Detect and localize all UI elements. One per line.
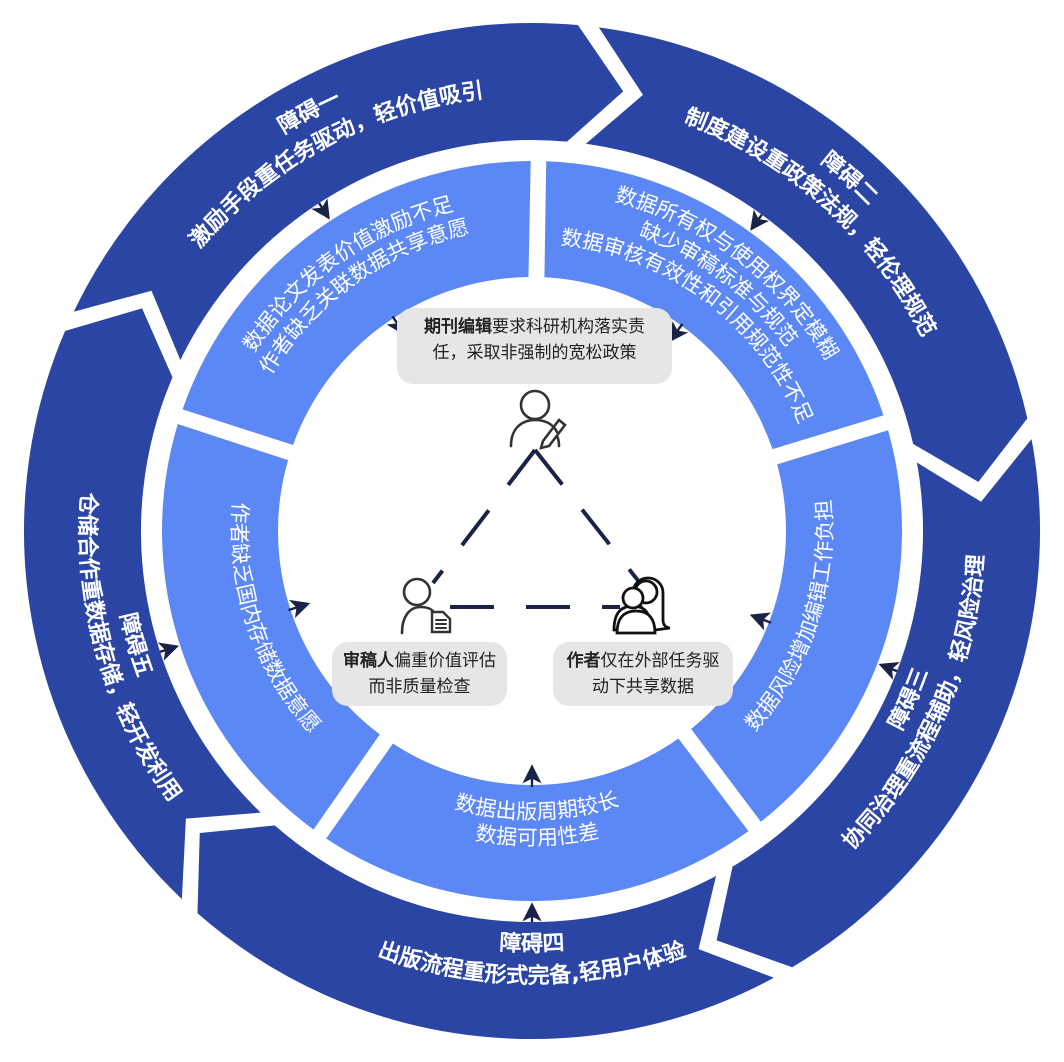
arrow-issue-to-center-two [669,321,689,343]
arrow-issue-to-center-five [288,599,311,619]
obstacle-title-four: 障碍四 [499,930,565,957]
issue-segment-one [182,161,531,445]
author-desc: 仅在外部任务驱动下共享数据 [592,651,720,697]
obstacle-segment-four [189,817,793,1047]
obstacle-segment-five [16,298,280,917]
inner-ring [161,161,902,901]
arrow-issue-to-center-three [749,612,772,631]
arrow-obstacle-to-issue-five [157,642,179,661]
person-pencil-icon [509,389,567,450]
editor-role: 期刊编辑 [424,317,492,337]
obstacle-title-four-path: 障碍四 [499,930,565,957]
arrow-obstacle-to-issue-one [311,198,330,220]
editor-desc: 要求科研机构落实责任，采取非强制的宽松政策 [432,317,646,363]
people-group-icon [612,576,671,635]
reviewer-desc: 偏重价值评估而非质量检查 [368,651,497,697]
actor-triangle [431,448,642,609]
reviewer-role: 审稿人 [343,651,394,671]
arrow-obstacle-to-issue-three [878,661,900,680]
issue-segment-two [544,161,884,450]
issue-segment-four [326,738,749,901]
author-role: 作者 [566,651,601,671]
outer-ring [16,15,1048,1047]
obstacle-segment-two [566,17,1036,493]
triangle-edge-editor-author [533,448,642,585]
triangle-edge-editor-reviewer [431,448,537,585]
obstacle-segment-one [59,15,634,380]
issue-segment-three [691,430,902,822]
arrow-obstacle-to-issue-two [750,209,770,231]
editor-callout: 期刊编辑要求科研机构落实责任，采取非强制的宽松政策 [397,308,672,384]
reviewer-callout: 审稿人偏重价值评估而非质量检查 [332,642,507,706]
person-document-icon [400,577,452,635]
obstacle-segment-three [707,420,1048,977]
author-callout: 作者仅在外部任务驱动下共享数据 [553,642,733,706]
issue-segment-five [161,424,380,830]
